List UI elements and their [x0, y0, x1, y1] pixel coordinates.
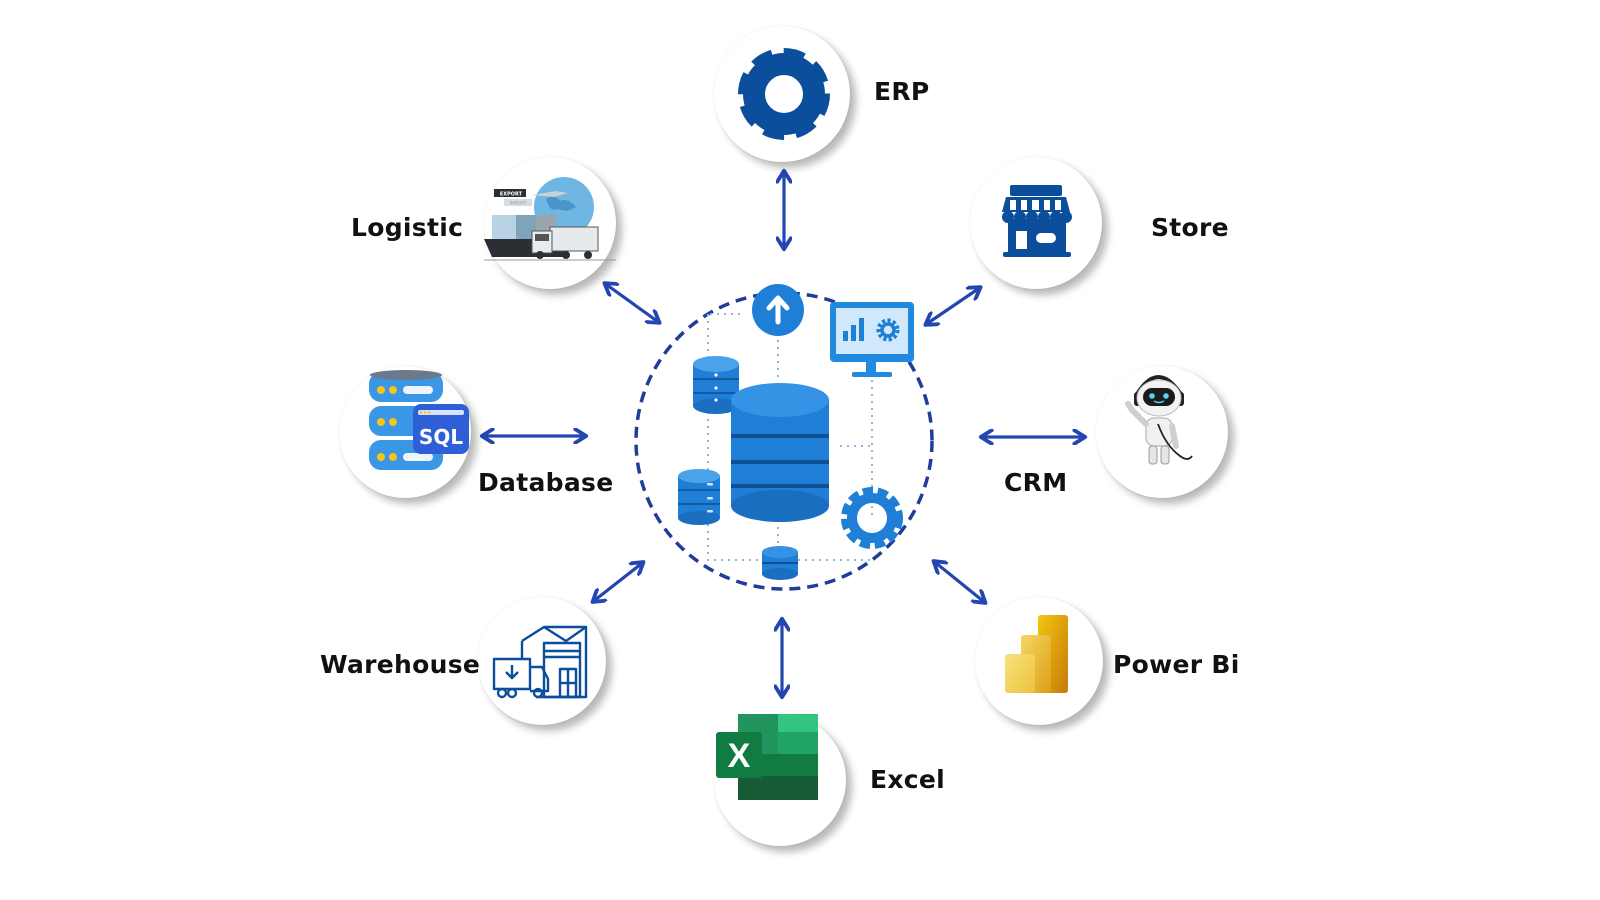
sql-text: SQL	[419, 425, 463, 449]
power-bi-icon	[1005, 615, 1068, 693]
gear-icon	[841, 487, 903, 549]
analytics-monitor-icon	[830, 302, 914, 377]
node-powerbi[interactable]	[975, 597, 1103, 725]
arrow-logistic	[607, 285, 657, 321]
node-crm[interactable]	[1096, 366, 1228, 498]
label-crm: CRM	[1004, 468, 1068, 497]
label-store: Store	[1151, 213, 1229, 242]
logistics-icon: EXPORT IMPORT	[484, 177, 616, 261]
node-erp[interactable]	[714, 26, 850, 162]
label-erp: ERP	[874, 77, 930, 106]
label-logistic: Logistic	[351, 213, 464, 242]
arrow-powerbi	[936, 563, 983, 601]
label-warehouse: Warehouse	[320, 650, 481, 679]
import-tag: IMPORT	[509, 201, 526, 207]
label-excel: Excel	[870, 765, 946, 794]
node-store[interactable]	[970, 157, 1102, 289]
storefront-icon	[1002, 185, 1072, 257]
node-database[interactable]: SQL	[339, 366, 471, 498]
small-database-icon	[678, 469, 720, 525]
node-warehouse[interactable]	[478, 597, 606, 725]
label-database: Database	[478, 468, 614, 497]
upload-icon	[752, 284, 804, 336]
label-powerbi: Power Bi	[1113, 650, 1240, 679]
small-database-icon	[693, 356, 739, 414]
warehouse-truck-icon	[492, 625, 588, 699]
export-tag: EXPORT	[500, 192, 523, 198]
excel-icon: X	[716, 714, 818, 800]
excel-letter: X	[728, 737, 751, 775]
small-database-icon	[762, 546, 798, 580]
database-stack-icon	[731, 383, 829, 522]
robot-support-icon	[1125, 375, 1193, 465]
sql-database-icon: SQL	[369, 370, 469, 470]
node-excel[interactable]: X	[714, 714, 846, 846]
hub-dashed-ring	[634, 291, 934, 591]
node-logistic[interactable]: EXPORT IMPORT	[484, 157, 616, 289]
arrow-warehouse	[595, 564, 641, 600]
arrow-store	[928, 289, 978, 323]
gear-icon	[738, 48, 830, 140]
